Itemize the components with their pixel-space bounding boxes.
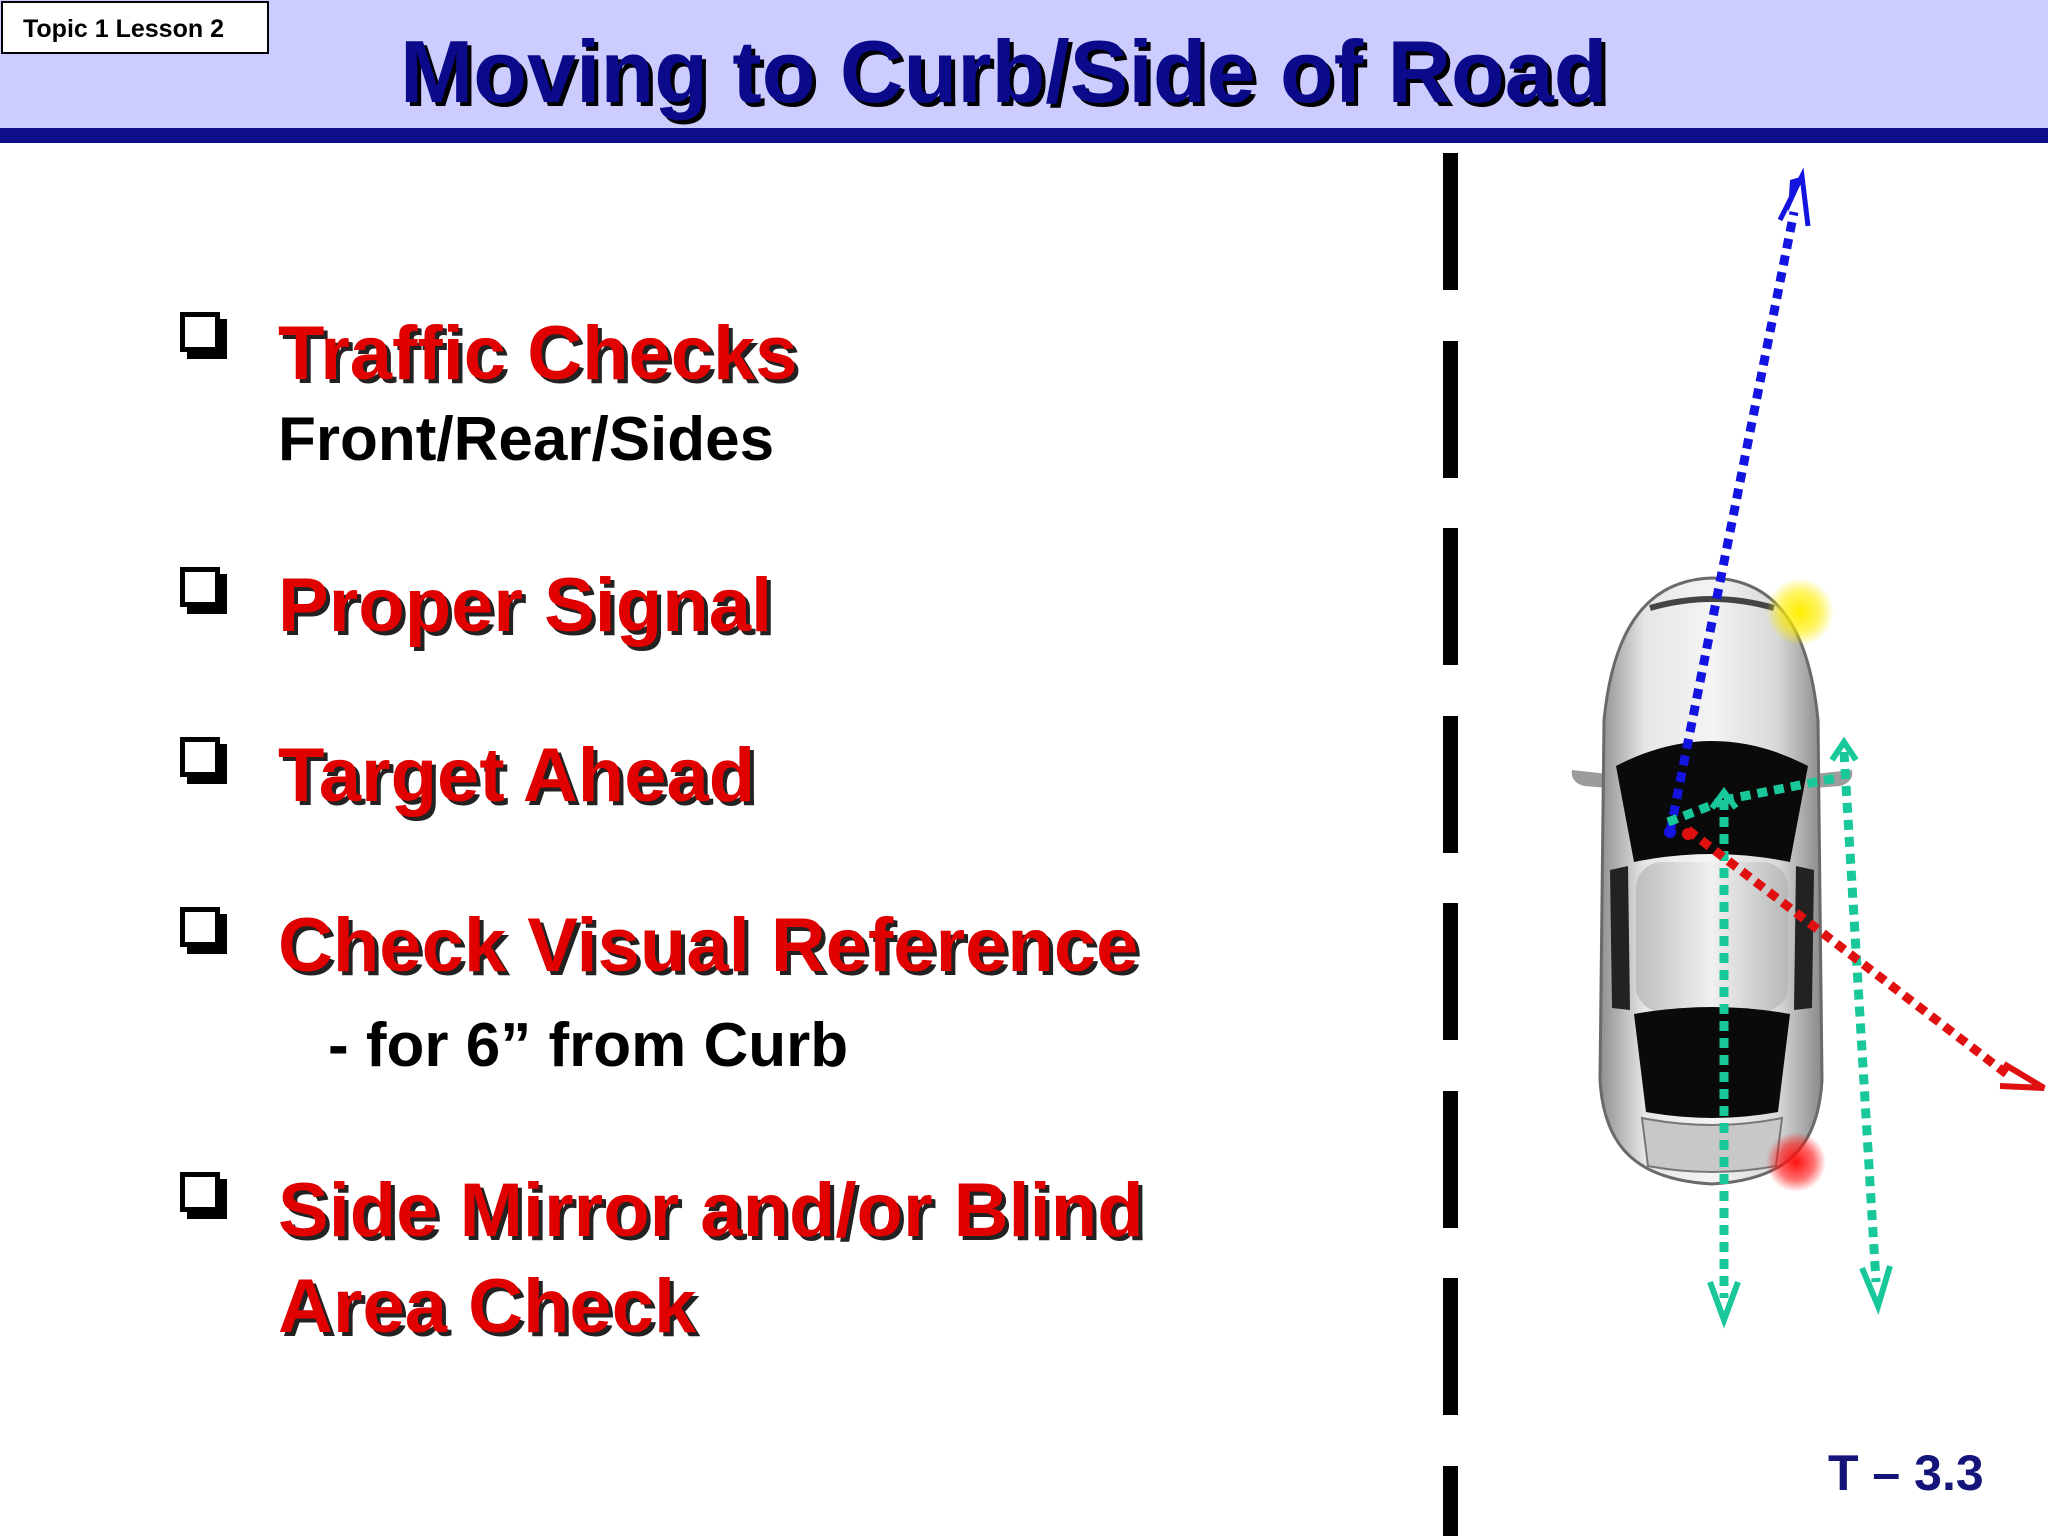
bullet-traffic-checks: Traffic Checks [278, 311, 798, 396]
bullet-visual-reference-sub: - for 6” from Curb [328, 1011, 849, 1080]
brake-light-icon [1766, 1132, 1826, 1192]
bullet-side-mirror-line2: Area Check [278, 1264, 697, 1349]
car-icon [1571, 576, 1853, 1186]
checkbox-icon [180, 737, 228, 785]
road-diagram [1443, 153, 2046, 1536]
checkbox-icon [180, 567, 228, 615]
bullet-side-mirror-line1: Side Mirror and/or Blind [278, 1168, 1144, 1253]
curb-direction-arrow [1685, 826, 2046, 1091]
bullet-target-ahead: Target Ahead [278, 733, 756, 818]
signal-light-icon [1766, 578, 1834, 646]
topic-tag: Topic 1 Lesson 2 [1, 1, 269, 54]
bullet-proper-signal: Proper Signal [278, 563, 773, 648]
front-check-arrow [1665, 167, 1811, 833]
checkbox-icon [180, 312, 228, 360]
slide-header [0, 0, 2048, 128]
checkbox-icon [180, 1172, 228, 1220]
bullet-traffic-checks-sub: Front/Rear/Sides [278, 405, 775, 474]
slide-number: T – 3.3 [1828, 1445, 1984, 1501]
lane-dash-line [1443, 153, 1458, 1536]
bullet-visual-reference: Check Visual Reference [278, 903, 1139, 988]
header-rule [0, 128, 2048, 143]
rear-check-arrows [1666, 736, 1893, 1329]
slide-title: Moving to Curb/Side of Road [400, 22, 1608, 121]
checkbox-icon [180, 907, 228, 955]
